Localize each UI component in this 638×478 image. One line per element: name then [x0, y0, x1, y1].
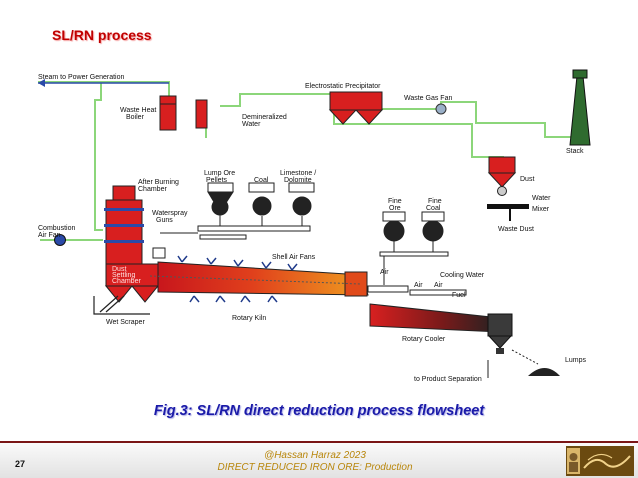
- label-water: Water: [532, 195, 551, 202]
- stack: [569, 69, 591, 146]
- electrostatic-precipitator: [328, 91, 384, 125]
- label-waste-heat-2: Boiler: [126, 114, 145, 121]
- label-dust: Dust: [520, 176, 534, 183]
- label-combustion-2: Air Fan: [38, 232, 61, 239]
- air-inlets: [367, 285, 467, 296]
- footer-author: @Hassan Harraz 2023: [264, 450, 366, 461]
- figure-caption: Fig.3: SL/RN direct reduction process fl…: [153, 403, 485, 419]
- rotary-kiln: [149, 261, 369, 297]
- label-air-3: Air: [434, 282, 443, 289]
- feed-bins: [160, 182, 449, 285]
- label-mixer: Mixer: [532, 206, 550, 213]
- label-demin-1: Demineralized: [242, 114, 287, 121]
- combustion-fan-icon: [54, 234, 66, 246]
- label-limestone-1: Limestone /: [280, 170, 316, 177]
- rotary-cooler: [369, 303, 513, 354]
- dust-hopper: [487, 156, 529, 221]
- footer-subtitle: DIRECT REDUCED IRON ORE: Production: [217, 462, 413, 473]
- label-fine-ore-1: Fine: [388, 198, 402, 205]
- label-lumps: Lumps: [565, 357, 587, 364]
- footer-divider: [0, 441, 638, 443]
- label-steam: Steam to Power Generation: [38, 74, 124, 81]
- waste-gas-fan-icon: [435, 103, 447, 115]
- footer: [0, 443, 638, 478]
- label-cooling-water: Cooling Water: [440, 272, 485, 279]
- waste-heat-boiler: [159, 95, 208, 131]
- page-number: 27: [15, 459, 26, 469]
- spray-guns: [152, 247, 166, 259]
- steam-arrow-icon: [38, 79, 45, 87]
- label-lump-ore-2: Pellets: [206, 177, 228, 184]
- label-air-1: Air: [380, 269, 389, 276]
- label-fine-ore-2: Ore: [389, 205, 401, 212]
- wet-scraper: [93, 295, 150, 315]
- harraz-logo: [566, 446, 634, 476]
- label-waste-gas-fan: Waste Gas Fan: [404, 95, 452, 102]
- after-burning-chamber: [104, 185, 160, 303]
- label-after-burning-2: Chamber: [138, 186, 167, 193]
- label-fuel: Fuel: [452, 292, 466, 299]
- label-limestone-2: Dolomite: [284, 177, 312, 184]
- flow-lines: [38, 81, 575, 241]
- label-shell-air-fans: Shell Air Fans: [272, 254, 316, 261]
- label-dust-settling-2: Settling: [112, 272, 135, 279]
- label-fine-coal-2: Coal: [426, 205, 441, 212]
- process-flowsheet: Steam to Power Generation Waste Heat Boi…: [38, 69, 591, 383]
- label-stack: Stack: [566, 148, 584, 155]
- label-rotary-cooler: Rotary Cooler: [402, 336, 446, 343]
- label-air-2: Air: [414, 282, 423, 289]
- label-wet-scraper: Wet Scraper: [106, 319, 145, 326]
- label-esp: Electrostatic Precipitator: [305, 83, 381, 90]
- label-to-product: to Product Separation: [414, 376, 482, 383]
- product-pile: [487, 349, 560, 378]
- label-coal: Coal: [254, 177, 269, 184]
- label-dust-settling-1: Dust: [112, 266, 126, 273]
- shell-air-fans: [177, 255, 298, 303]
- label-waste-dust: Waste Dust: [498, 226, 534, 233]
- label-fine-coal-1: Fine: [428, 198, 442, 205]
- slide-title: SL/RN process: [52, 27, 152, 43]
- label-after-burning-1: After Burning: [138, 179, 179, 186]
- label-dust-settling-3: Chamber: [112, 278, 141, 285]
- label-lump-ore-1: Lump Ore: [204, 170, 235, 177]
- label-rotary-kiln: Rotary Kiln: [232, 315, 266, 322]
- label-spray-2: Guns: [156, 217, 173, 224]
- label-waste-heat-1: Waste Heat: [120, 107, 156, 114]
- label-spray-1: Waterspray: [152, 210, 188, 217]
- label-demin-2: Water: [242, 121, 261, 128]
- label-combustion-1: Combustion: [38, 225, 75, 232]
